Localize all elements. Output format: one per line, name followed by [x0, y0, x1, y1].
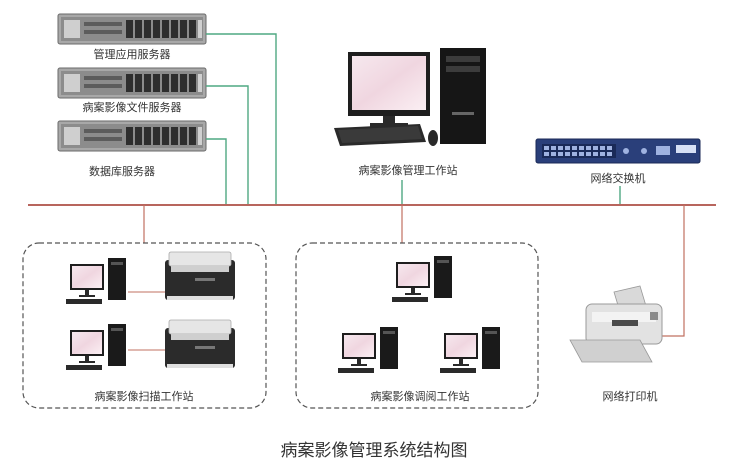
printer-label: 网络打印机: [603, 389, 658, 403]
server-links: [206, 33, 277, 205]
mouse-icon: [428, 130, 438, 146]
review-workstation-group: [295, 242, 539, 409]
file-server-label: 病案影像文件服务器: [83, 100, 182, 114]
app-server: [57, 13, 207, 45]
scanner-icon: [164, 251, 236, 301]
network-switch: [535, 138, 701, 164]
scan-pc-1: [66, 258, 126, 304]
mgmt-workstation-label: 病案影像管理工作站: [359, 163, 458, 177]
review-pc-2: [338, 327, 398, 373]
file-server: [57, 67, 207, 99]
db-server-link: [206, 138, 227, 205]
diagram-caption: 病案影像管理系统结构图: [281, 441, 468, 461]
app-server-icon: [57, 13, 207, 45]
db-server-label: 数据库服务器: [89, 164, 155, 178]
tower-icon: [440, 48, 486, 144]
app-server-link: [206, 33, 277, 205]
switch-label: 网络交换机: [591, 171, 646, 185]
printer-link: [662, 205, 685, 337]
file-server-link: [206, 85, 249, 205]
mgmt-workstation: [334, 48, 486, 146]
scanner-1: [164, 251, 236, 301]
review-pc-1: [392, 256, 452, 302]
scanner-icon: [164, 319, 236, 369]
review-pc-3: [440, 327, 500, 373]
network-printer: [569, 285, 663, 363]
scan-workstation-label: 病案影像扫描工作站: [95, 389, 194, 403]
scanner-2: [164, 319, 236, 369]
review-workstation-label: 病案影像调阅工作站: [371, 389, 470, 403]
app-server-label: 管理应用服务器: [94, 47, 171, 61]
scan-pc-2: [66, 324, 126, 370]
db-server: [57, 120, 207, 152]
db-server-icon: [57, 120, 207, 152]
file-server-icon: [57, 67, 207, 99]
scan-workstation-group: [22, 242, 267, 409]
